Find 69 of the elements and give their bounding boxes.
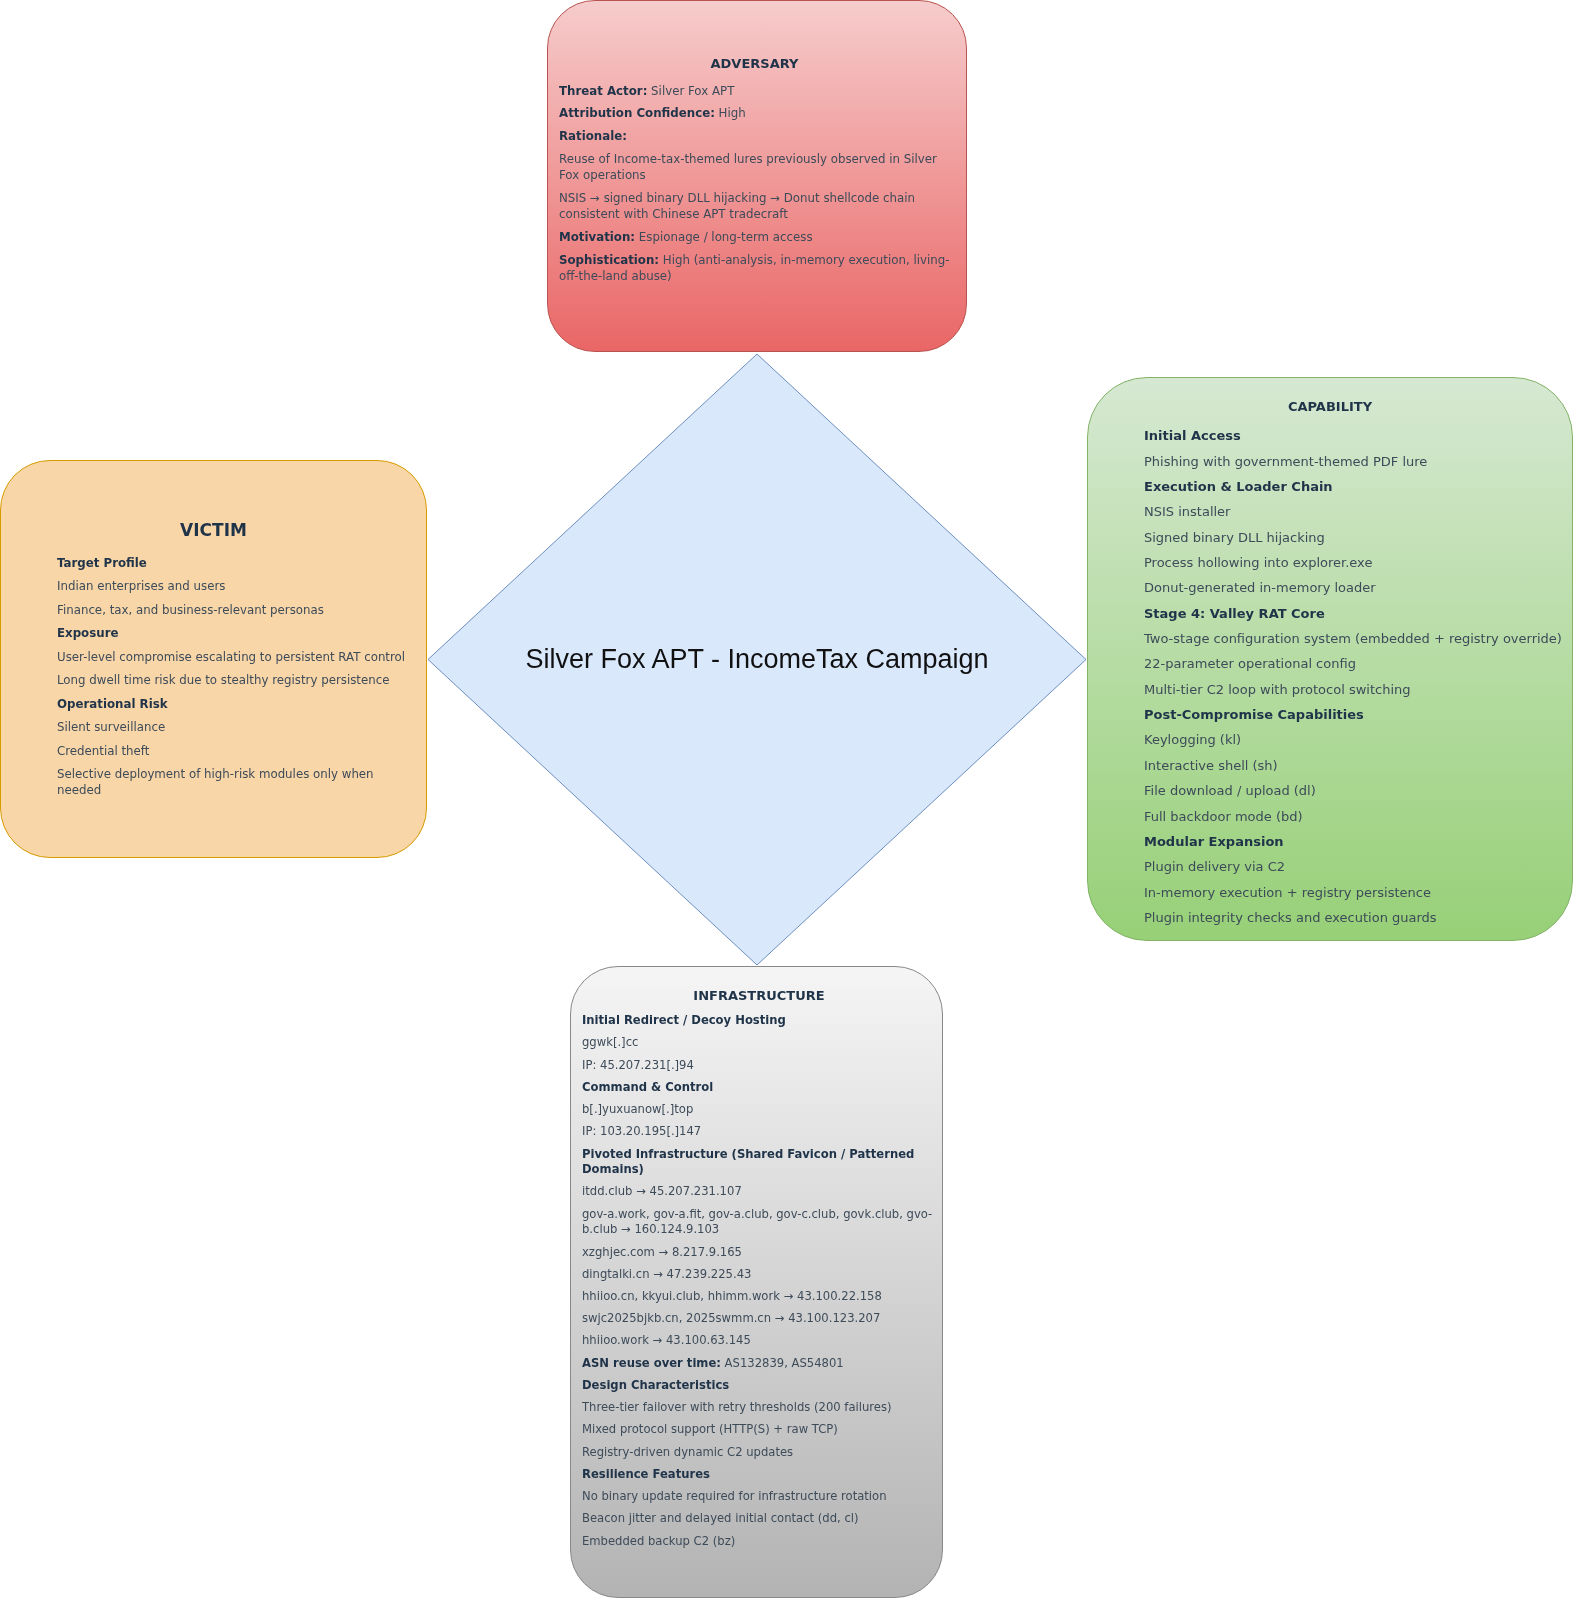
card-text: Indian enterprises and users (57, 579, 227, 595)
card-text: Credential theft (57, 743, 151, 760)
card-text: Long dwell time risk due to stealthy registry persistence (57, 673, 391, 690)
card-text: Two-stage configuration system (embedded + registry override) (1144, 630, 1563, 648)
card-text: Exposure (57, 626, 120, 642)
infrastructure-card (570, 966, 943, 1598)
card-text: Donut-generated in-memory loader (1144, 579, 1377, 597)
card-text: Embedded backup C2 (bz) (582, 1533, 737, 1550)
card-text: Multi-tier C2 loop with protocol switching (1144, 680, 1412, 699)
card-text: Execution & Loader Chain (1144, 478, 1334, 496)
card-text: Initial Access (1144, 427, 1242, 445)
card-text: ASN reuse over time: AS132839, AS54801 (582, 1355, 845, 1372)
card-text: Threat Actor: Silver Fox APT (559, 83, 736, 100)
card-text: hhiioo.work → 43.100.63.145 (582, 1333, 752, 1350)
card-text: Silent surveillance (57, 720, 167, 737)
card-text: Motivation: Espionage / long-term access (559, 230, 814, 246)
card-text: IP: 103.20.195[.]147 (582, 1124, 703, 1140)
card-text: b[.]yuxuanow[.]top (582, 1102, 695, 1118)
card-heading: CAPABILITY (1286, 398, 1374, 416)
card-text: Target Profile (57, 555, 148, 572)
card-text: Selective deployment of high-risk modules only when needed (57, 767, 375, 799)
card-text: Post-Compromise Capabilities (1144, 706, 1365, 724)
card-text: gov-a.work, gov-a.fit, gov-a.club, gov-c.club, govk.club, gvo-b.club → 160.124.9.103 (582, 1206, 934, 1238)
capability-card (1087, 377, 1573, 941)
card-text: Plugin delivery via C2 (1144, 858, 1286, 876)
card-text: Initial Redirect / Decoy Hosting (582, 1013, 787, 1029)
card-text: swjc2025bjkb.cn, 2025swmm.cn → 43.100.123.207 (582, 1311, 882, 1327)
adversary-card (547, 0, 967, 352)
card-heading: ADVERSARY (709, 55, 800, 73)
card-text: dingtalki.cn → 47.239.225.43 (582, 1266, 753, 1283)
card-text: Stage 4: Valley RAT Core (1144, 604, 1326, 623)
card-text: In-memory execution + registry persistence (1144, 883, 1432, 902)
card-text: Registry-driven dynamic C2 updates (582, 1444, 795, 1461)
node-label: Silver Fox APT - IncomeTax Campaign (525, 644, 989, 675)
card-text: Pivoted Infrastructure (Shared Favicon / Patterned Domains) (582, 1146, 916, 1178)
card-heading: VICTIM (179, 519, 248, 542)
card-text: NSIS → signed binary DLL hijacking → Donut shellcode chain consistent with Chinese APT tradecraft (559, 191, 916, 223)
card-text: Phishing with government-themed PDF lure (1144, 452, 1429, 471)
card-text: NSIS installer (1144, 503, 1232, 521)
card-text: Command & Control (582, 1079, 715, 1096)
card-text: Attribution Confidence: High (559, 106, 747, 123)
card-text: File download / upload (dl) (1144, 782, 1317, 800)
victim-card (0, 460, 427, 858)
card-text: Process hollowing into explorer.exe (1144, 554, 1374, 572)
card-text: User-level compromise escalating to persistent RAT control (57, 649, 407, 666)
card-text: Modular Expansion (1144, 832, 1285, 851)
card-text: Resilience Features (582, 1466, 711, 1483)
card-text: Full backdoor mode (bd) (1144, 807, 1304, 826)
card-text: Sophistication: High (anti-analysis, in-memory execution, living-off-the-land abuse) (559, 252, 950, 285)
card-text: Interactive shell (sh) (1144, 756, 1279, 775)
card-text: ggwk[.]cc (582, 1035, 640, 1051)
card-text: Beacon jitter and delayed initial contact (dd, cl) (582, 1511, 860, 1527)
card-text: Reuse of Income-tax-themed lures previously observed in Silver Fox operations (559, 152, 938, 185)
card-heading: INFRASTRUCTURE (692, 987, 826, 1005)
card-text: Plugin integrity checks and execution guards (1144, 908, 1438, 927)
card-text: Signed binary DLL hijacking (1144, 528, 1326, 547)
card-text: Mixed protocol support (HTTP(S) + raw TCP) (582, 1422, 839, 1439)
card-text: hhiioo.cn, kkyui.club, hhimm.work → 43.100.22.158 (582, 1289, 883, 1305)
card-text: xzghjec.com → 8.217.9.165 (582, 1244, 743, 1261)
card-text: itdd.club → 45.207.231.107 (582, 1184, 743, 1201)
card-text: No binary update required for infrastructure rotation (582, 1489, 888, 1505)
card-text: 22-parameter operational config (1144, 655, 1357, 673)
card-text: Finance, tax, and business-relevant personas (57, 602, 325, 619)
card-text: Keylogging (kl) (1144, 731, 1243, 749)
card-text: Three-tier failover with retry thresholds (200 failures) (582, 1400, 893, 1416)
card-text: Design Characteristics (582, 1377, 731, 1394)
card-text: Rationale: (559, 129, 628, 146)
card-text: Operational Risk (57, 696, 169, 713)
card-text: IP: 45.207.231[.]94 (582, 1057, 695, 1074)
